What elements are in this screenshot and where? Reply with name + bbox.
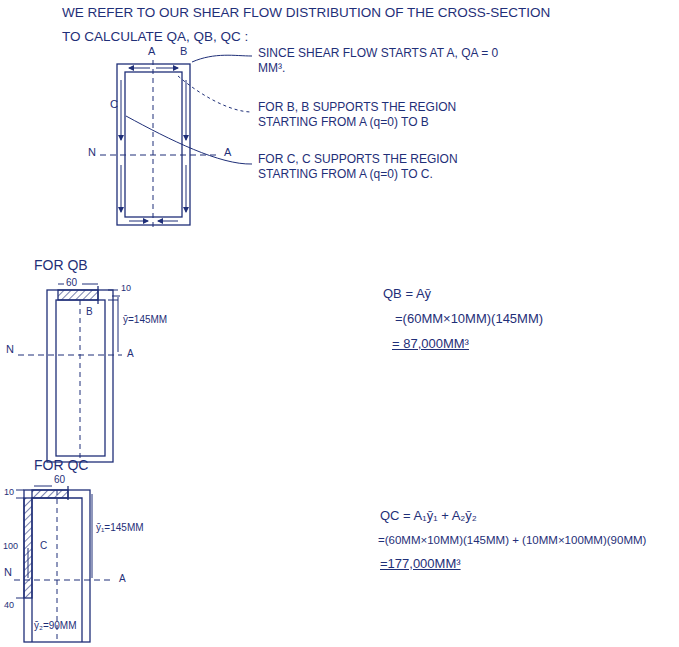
- section-heading: FOR QC: [34, 457, 88, 475]
- note-text: SINCE SHEAR FLOW STARTS AT A, QA = 0 MM³…: [258, 46, 508, 76]
- dimension-label: 10: [121, 283, 131, 294]
- point-label: C: [40, 540, 47, 553]
- dimension-label: ȳ₁=145MM: [96, 522, 144, 535]
- axis-label: N: [88, 146, 96, 160]
- equation-line: QB = Aȳ: [383, 286, 431, 302]
- point-label: A: [148, 45, 155, 59]
- dimension-label: 60: [66, 277, 77, 290]
- point-label: B: [180, 45, 187, 59]
- equation-line: =(60MM×10MM)(145MM): [395, 311, 543, 327]
- note-text: FOR B, B SUPPORTS THE REGION STARTING FR…: [258, 100, 508, 130]
- note-text: FOR C, C SUPPORTS THE REGION STARTING FR…: [258, 152, 508, 182]
- equation-result: =177,000MM³: [380, 556, 461, 572]
- dimension-label: 60: [54, 474, 65, 487]
- axis-label: A: [224, 146, 231, 160]
- section-heading: FOR QB: [34, 257, 88, 275]
- equation-line: QC = A₁ȳ₁ + A₂ȳ₂: [380, 508, 477, 524]
- dimension-label: 10: [4, 487, 14, 498]
- equation-result: = 87,000MM³: [392, 336, 469, 352]
- equation-line: =(60MM×10MM)(145MM) + (10MM×100MM)(90MM): [378, 533, 646, 547]
- axis-label: N: [4, 566, 12, 580]
- point-label: C: [110, 98, 118, 112]
- point-label: B: [86, 306, 93, 319]
- heading-line: WE REFER TO OUR SHEAR FLOW DISTRIBUTION …: [62, 5, 550, 22]
- dimension-label: ȳ₂=90MM: [34, 620, 77, 633]
- dimension-label: ȳ=145MM: [123, 314, 167, 327]
- axis-label: A: [119, 573, 126, 586]
- axis-label: A: [127, 348, 134, 361]
- heading-line: TO CALCULATE QA, QB, QC :: [62, 29, 248, 46]
- dimension-label: 40: [4, 600, 14, 611]
- dimension-label: 100: [3, 541, 18, 552]
- axis-label: N: [6, 343, 14, 357]
